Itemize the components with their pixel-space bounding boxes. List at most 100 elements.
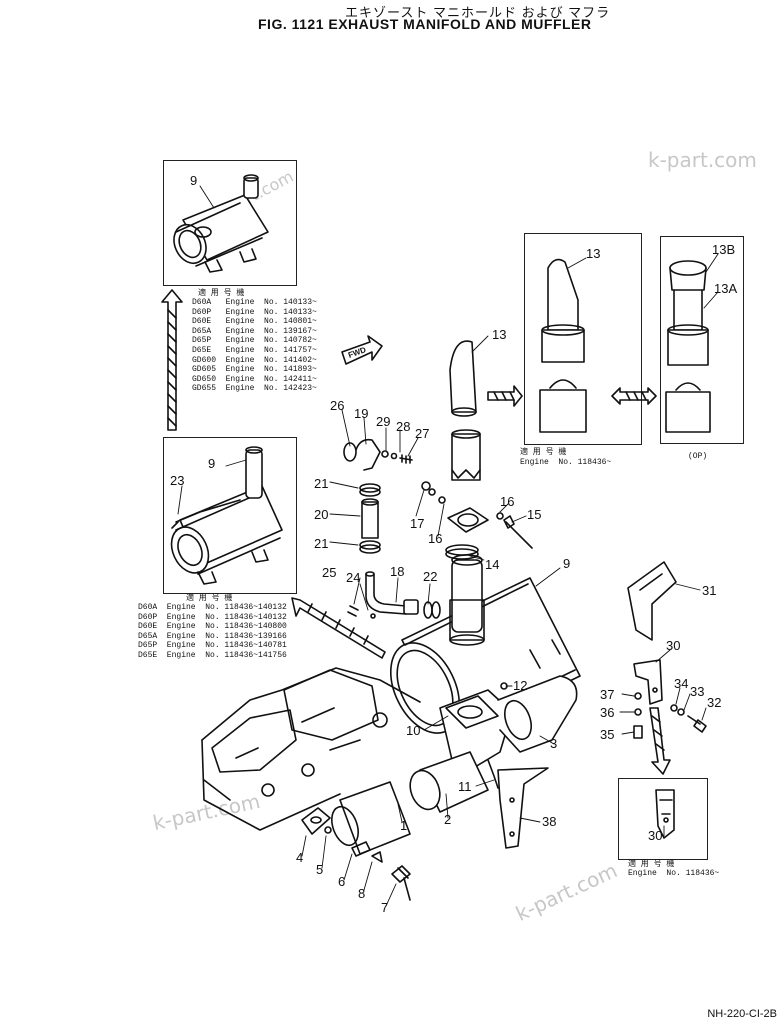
callout-19: 19 — [354, 406, 369, 421]
callout-5: 5 — [316, 862, 324, 877]
hatched-arrow-icon — [487, 385, 523, 407]
exhaust-manifold-icon — [331, 675, 578, 855]
callout-25: 25 — [322, 565, 337, 580]
applicability-list-early: D60A Engine No. 118436~140132 D60P Engin… — [138, 603, 287, 661]
callout-12: 12 — [513, 678, 528, 693]
callout-14: 14 — [485, 557, 500, 572]
applicability-row: D65E Engine No. 118436~141756 — [138, 650, 287, 660]
option-note: (OP) — [688, 452, 708, 461]
hatched-arrow-icon — [291, 597, 386, 659]
breather-pipe-icon — [347, 571, 441, 619]
muffler-early-icon — [170, 446, 283, 585]
muffler-later-icon — [173, 174, 269, 273]
elbow-pipe-icon — [343, 438, 413, 471]
applicability-row: D60P Engine No. 118436~140132 — [138, 612, 287, 622]
applicability-heading: 適 用 号 機 — [198, 289, 245, 298]
callout-4: 4 — [296, 850, 304, 865]
bolt-set-icon — [633, 692, 707, 739]
callout-13-panel: 13 — [586, 246, 601, 261]
callout-13: 13 — [492, 327, 507, 342]
applicability-row: D60A Engine No. 118436~140132 — [138, 603, 287, 612]
panel-muffler-later — [163, 160, 297, 286]
panel-muffler-early — [163, 437, 297, 594]
callout-36: 36 — [600, 705, 615, 720]
applicability-row: D60P Engine No. 140133~ — [192, 307, 317, 317]
applicability-heading: 適 用 号 機 — [186, 594, 233, 603]
hatched-arrow-icon — [161, 289, 183, 431]
callout-17: 17 — [410, 516, 425, 531]
callout-31: 31 — [702, 583, 717, 598]
applicability-row: GD655 Engine No. 142423~ — [192, 384, 317, 394]
callout-7: 7 — [381, 900, 389, 915]
applicability-row: D65P Engine No. 140782~ — [192, 336, 317, 346]
callout-13A: 13A — [714, 281, 738, 296]
heat-shield-icon — [497, 767, 549, 849]
applicability-row: GD605 Engine No. 141893~ — [192, 365, 317, 375]
applicability-row: D65E Engine No. 141757~ — [192, 345, 317, 355]
callout-16: 16 — [428, 531, 443, 546]
callout-37: 37 — [600, 687, 615, 702]
callout-9-early: 9 — [208, 456, 216, 471]
engine-outline-icon — [201, 667, 421, 831]
callout-3: 3 — [550, 736, 558, 751]
applicability-heading: 適 用 号 機 — [628, 860, 675, 869]
hatched-arrow-icon — [649, 707, 671, 775]
callout-26: 26 — [330, 398, 345, 413]
bracket-icon — [627, 561, 677, 705]
fastener-set-icon — [301, 807, 411, 901]
title-japanese: エキゾースト マニホールド および マフラ — [345, 5, 611, 20]
applicability-row: Engine No. 118436~ — [628, 869, 720, 878]
callout-20: 20 — [314, 507, 329, 522]
applicability-heading: 適 用 号 機 — [520, 448, 567, 457]
drawing-code: NH-220-CI-2B — [707, 1008, 777, 1020]
panel-exhaust-pipe-op — [660, 236, 744, 444]
applicability-row: Engine No. 118436~ — [520, 458, 612, 467]
callout-11: 11 — [458, 779, 472, 794]
callout-28: 28 — [396, 419, 411, 434]
applicability-list-later: D60A Engine No. 140133~ D60P Engine No. … — [192, 298, 317, 394]
callout-21: 21 — [314, 476, 329, 491]
callout-10: 10 — [406, 723, 421, 738]
applicability-row: D65A Engine No. 139167~ — [192, 326, 317, 336]
callout-24: 24 — [346, 570, 361, 585]
callout-29: 29 — [376, 414, 391, 429]
callout-8: 8 — [358, 886, 366, 901]
exhaust-pipe-option-icon — [665, 260, 711, 433]
applicability-row: GD600 Engine No. 141402~ — [192, 355, 317, 365]
callout-33: 33 — [690, 684, 705, 699]
callout-30: 30 — [666, 638, 681, 653]
callout-15: 15 — [527, 507, 542, 522]
callout-32: 32 — [707, 695, 722, 710]
applicability-row: GD650 Engine No. 142411~ — [192, 374, 317, 384]
leader-lines — [177, 185, 719, 907]
callout-30-panel: 30 — [648, 828, 663, 843]
exhaust-pipe-icon — [539, 258, 587, 433]
hose-icon — [359, 483, 381, 554]
callout-35: 35 — [600, 727, 615, 742]
callout-23: 23 — [170, 473, 185, 488]
panel-exhaust-pipe — [524, 233, 642, 445]
fwd-arrow-icon — [341, 335, 383, 365]
watermark: k-part.com — [648, 148, 757, 172]
applicability-row: D65A Engine No. 118436~139166 — [138, 631, 287, 641]
rain-cap-icon — [449, 340, 481, 481]
callout-9: 9 — [563, 556, 571, 571]
double-arrow-icon — [611, 387, 657, 405]
callout-38: 38 — [542, 814, 557, 829]
applicability-row: D65P Engine No. 118436~140781 — [138, 641, 287, 651]
panel-bracket — [618, 778, 708, 860]
callout-18: 18 — [390, 564, 405, 579]
callout-6: 6 — [338, 874, 346, 889]
callout-13B: 13B — [712, 242, 736, 257]
callout-34: 34 — [674, 676, 689, 691]
bracket-detail-icon — [655, 789, 675, 839]
callout-16: 16 — [500, 494, 515, 509]
figure-title: FIG. 1121 EXHAUST MANIFOLD AND MUFFLER — [258, 16, 592, 32]
applicability-row: D60E Engine No. 118436~140800 — [138, 622, 287, 632]
callout-9-later: 9 — [190, 173, 198, 188]
callout-2: 2 — [444, 812, 452, 827]
callout-1: 1 — [400, 818, 408, 833]
callout-21: 21 — [314, 536, 329, 551]
applicability-row: D60A Engine No. 140133~ — [192, 298, 317, 307]
